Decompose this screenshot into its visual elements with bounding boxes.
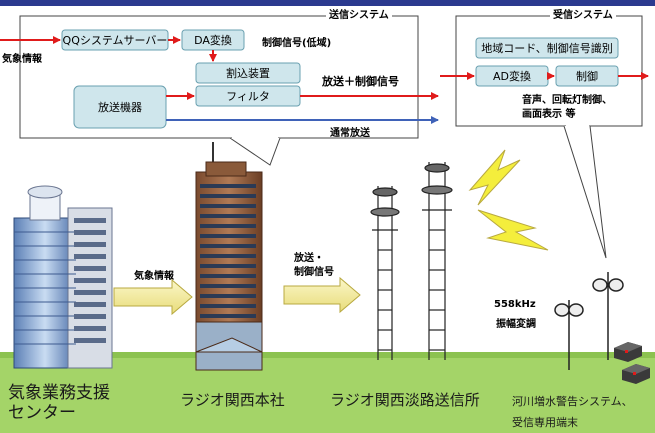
awaji-transmitter-label: ラジオ関西淡路送信所	[330, 391, 480, 409]
weather-center-label: 気象業務支援 センター	[8, 383, 110, 423]
weather-info-flow-label: 気象情報	[134, 271, 174, 282]
weather-info-input-label: 気象情報	[2, 54, 42, 65]
receiver-terminal-icon	[622, 364, 650, 384]
receiver-outputs-line2: 画面表示 等	[522, 109, 576, 120]
normal-broadcast-label: 通常放送	[330, 128, 370, 139]
receiver-antenna-icon	[554, 272, 624, 370]
filter-label: フィルタ	[226, 90, 270, 103]
control-label: 制御	[576, 70, 598, 83]
weather-info-flow-arrow	[113, 278, 193, 316]
receive-system-title: 受信システム	[550, 9, 616, 23]
frequency-label: 558kHz	[494, 299, 536, 310]
transmit-system-title: 送信システム	[326, 9, 392, 23]
antenna-tower-icon	[370, 162, 453, 360]
broadcast-plus-control-label: 放送＋制御信号	[322, 75, 399, 88]
control-signal-low-label: 制御信号(低域)	[262, 38, 332, 49]
broadcast-flow-arrow	[283, 276, 361, 314]
ad-convert-label: AD変換	[493, 70, 531, 83]
interrupt-device-label: 割込装置	[226, 67, 270, 80]
radio-kansai-hq-label: ラジオ関西本社	[180, 391, 285, 409]
broadcast-control-flow-line2: 制御信号	[294, 267, 334, 278]
river-warning-label: 河川増水警告システム、 受信専用端末	[512, 392, 633, 433]
river-warning-line1: 河川増水警告システム、	[512, 395, 633, 408]
receiver-terminal-icon	[614, 342, 642, 362]
lightning-icon	[477, 209, 549, 251]
da-convert-label: DA変換	[194, 34, 232, 47]
radio-hq-tower-icon	[195, 142, 263, 371]
weather-center-line1: 気象業務支援	[8, 383, 110, 403]
lightning-icon	[468, 149, 521, 206]
broadcast-control-flow-line1: 放送・	[294, 253, 324, 264]
broadcast-equipment-label: 放送機器	[98, 101, 142, 114]
weather-center-line2: センター	[8, 402, 76, 423]
office-building-icon	[13, 185, 113, 369]
receiver-outputs-line1: 音声、回転灯制御、	[522, 95, 612, 106]
river-warning-line2: 受信専用端末	[512, 415, 578, 429]
interrupt-device-box	[195, 62, 301, 84]
area-code-box	[475, 37, 619, 59]
qq-server-label: QQシステムサーバー	[62, 34, 168, 47]
area-code-label: 地域コード、制御信号識別	[481, 42, 613, 55]
broadcast-equipment-box	[73, 85, 167, 129]
top-bar	[0, 0, 655, 6]
modulation-label: 振幅変調	[496, 319, 536, 330]
